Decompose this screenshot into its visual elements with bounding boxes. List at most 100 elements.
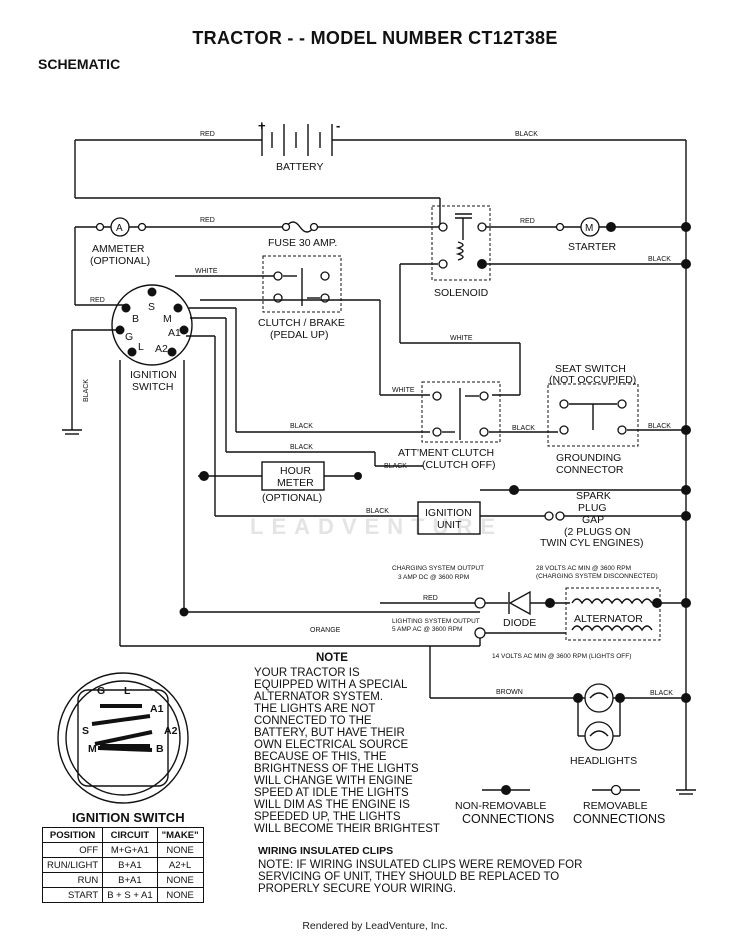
note-line: THE LIGHTS ARE NOT — [254, 703, 375, 715]
clips-line: NOTE: IF WIRING INSULATED CLIPS WERE REM… — [258, 859, 582, 871]
volts-28-sub-label: (CHARGING SYSTEM DISCONNECTED) — [536, 573, 658, 580]
diode-label: DIODE — [503, 617, 536, 629]
lighting-output-value: 5 AMP AC @ 3600 RPM — [392, 626, 462, 633]
volts-14-label: 14 VOLTS AC MIN @ 3600 RPM (LIGHTS OFF) — [492, 653, 631, 660]
starter: M STARTER — [555, 217, 616, 253]
wire-label-black: BLACK — [515, 131, 538, 138]
hour-meter: HOUR METER (OPTIONAL) — [261, 461, 325, 504]
lighting-output-label: LIGHTING SYSTEM OUTPUT — [392, 618, 480, 625]
wire-label-red: RED — [423, 595, 438, 602]
wire-label-black: BLACK — [650, 690, 673, 697]
note-line: SPEEDED UP, THE LIGHTS — [254, 811, 401, 823]
hour-meter-label: HOUR — [280, 465, 311, 477]
wire-label-brown: BROWN — [496, 689, 523, 696]
ignition-switch: S M B G L A1 A2 IGNITION SWITCH — [111, 284, 193, 393]
clips-line: SERVICING OF UNIT, THEY SHOULD BE REPLAC… — [258, 871, 559, 883]
page-subtitle: SCHEMATIC — [38, 56, 121, 72]
ammeter-symbol: A — [116, 223, 123, 234]
hour-meter-optional-label: (OPTIONAL) — [262, 492, 322, 504]
non-removable-label: NON-REMOVABLE — [455, 800, 546, 812]
terminal-a1-label: A1 — [168, 327, 181, 339]
table-cell: B+A1 — [102, 857, 158, 873]
ignition-switch-label-2: SWITCH — [132, 381, 173, 393]
table-cell: RUN — [41, 872, 104, 888]
table-cell: NONE — [156, 887, 204, 903]
ignition-unit: IGNITION UNIT — [417, 501, 481, 535]
battery: + - BATTERY RED BLACK — [75, 118, 686, 173]
wire-label-black: BLACK — [83, 379, 90, 402]
table-header-row: POSITION CIRCUIT "MAKE" — [41, 827, 204, 843]
terminal-m-label: M — [163, 313, 172, 325]
wire-label-white: WHITE — [195, 268, 218, 275]
table-cell: NONE — [156, 872, 204, 888]
fuse: FUSE 30 AMP. — [268, 221, 337, 249]
table-cell: NONE — [156, 842, 204, 858]
alternator-note: NOTE YOUR TRACTOR IS EQUIPPED WITH A SPE… — [254, 652, 440, 835]
battery-plus-label: + — [258, 118, 266, 133]
spark-plug-count-label: (2 PLUGS ON — [564, 526, 631, 538]
battery-label: BATTERY — [276, 161, 323, 173]
wire-label-red: RED — [90, 297, 105, 304]
wire-label-red: RED — [200, 131, 215, 138]
note-line: WILL BECOME THEIR BRIGHTEST — [254, 823, 440, 835]
clips-line: PROPERLY SECURE YOUR WIRING. — [258, 883, 456, 895]
detail-terminal-b: B — [156, 743, 164, 755]
attment-clutch-label: ATT'MENT CLUTCH — [398, 447, 494, 459]
non-removable-label-2: CONNECTIONS — [462, 812, 554, 826]
table-row: OFF M+G+A1 NONE — [41, 842, 204, 858]
wire-label-black: BLACK — [290, 444, 313, 451]
alternator-label: ALTERNATOR — [574, 613, 643, 625]
table-header: "MAKE" — [156, 827, 204, 843]
terminal-l-label: L — [138, 341, 144, 353]
terminal-a2-label: A2 — [155, 343, 168, 355]
wire-label-black: BLACK — [512, 425, 535, 432]
connection-legend: NON-REMOVABLE CONNECTIONS REMOVABLE CONN… — [455, 784, 665, 826]
table-cell: M+G+A1 — [102, 842, 158, 858]
ammeter-optional-label: (OPTIONAL) — [90, 255, 150, 267]
wire-label-red: RED — [520, 218, 535, 225]
grounding-connector-label-2: CONNECTOR — [556, 464, 624, 476]
wire-label-black: BLACK — [648, 423, 671, 430]
note-line: WILL CHANGE WITH ENGINE — [254, 775, 413, 787]
diode: DIODE — [503, 590, 536, 629]
wire-label-black: BLACK — [366, 508, 389, 515]
ignition-switch-label: IGNITION — [130, 369, 177, 381]
note-line: SPEED AT IDLE THE LIGHTS — [254, 787, 409, 799]
wire-label-orange: ORANGE — [310, 627, 341, 634]
wire-label-black: BLACK — [290, 423, 313, 430]
detail-terminal-s: S — [82, 725, 89, 737]
seat-switch: SEAT SWITCH (NOT OCCUPIED) GROUNDING CON… — [547, 363, 639, 476]
note-line: OWN ELECTRICAL SOURCE — [254, 739, 409, 751]
table-header: POSITION — [41, 827, 104, 843]
note-line: BATTERY, BUT HAVE THEIR — [254, 727, 405, 739]
wire-label-black: BLACK — [384, 463, 407, 470]
removable-label: REMOVABLE — [583, 800, 648, 812]
battery-minus-label: - — [336, 118, 340, 133]
clutch-brake-sub-label: (PEDAL UP) — [270, 329, 329, 341]
attment-clutch-sub-label: (CLUTCH OFF) — [422, 459, 496, 471]
wire-label-white: WHITE — [392, 387, 415, 394]
spark-plug-gap-label: GAP — [582, 514, 604, 526]
watermark: LEADVENTURE — [250, 514, 504, 539]
solenoid: SOLENOID — [431, 205, 491, 299]
note-line: BECAUSE OF THIS, THE — [254, 751, 387, 763]
seat-switch-sub-label: (NOT OCCUPIED) — [549, 374, 636, 386]
table-cell: B + S + A1 — [102, 887, 158, 903]
note-line: WILL DIM AS THE ENGINE IS — [254, 799, 410, 811]
charging-output-value: 3 AMP DC @ 3600 RPM — [398, 574, 469, 581]
table-cell: B+A1 — [102, 872, 158, 888]
starter-symbol: M — [585, 223, 593, 234]
ammeter-label: AMMETER — [92, 243, 145, 255]
spark-plug: SPARK PLUG GAP (2 PLUGS ON TWIN CYL ENGI… — [540, 490, 643, 549]
ignition-unit-label-2: UNIT — [437, 519, 462, 531]
table-row: RUN/LIGHT B+A1 A2+L — [41, 857, 204, 873]
clutch-brake-switch: CLUTCH / BRAKE (PEDAL UP) — [258, 255, 345, 341]
ignition-unit-label: IGNITION — [425, 507, 472, 519]
detail-terminal-g: G — [97, 685, 105, 697]
ignition-switch-detail: G L A1 A2 S M B — [57, 672, 189, 804]
table-header: CIRCUIT — [102, 827, 158, 843]
detail-terminal-m: M — [88, 743, 97, 755]
note-line: YOUR TRACTOR IS — [254, 667, 360, 679]
table-cell: A2+L — [156, 857, 204, 873]
